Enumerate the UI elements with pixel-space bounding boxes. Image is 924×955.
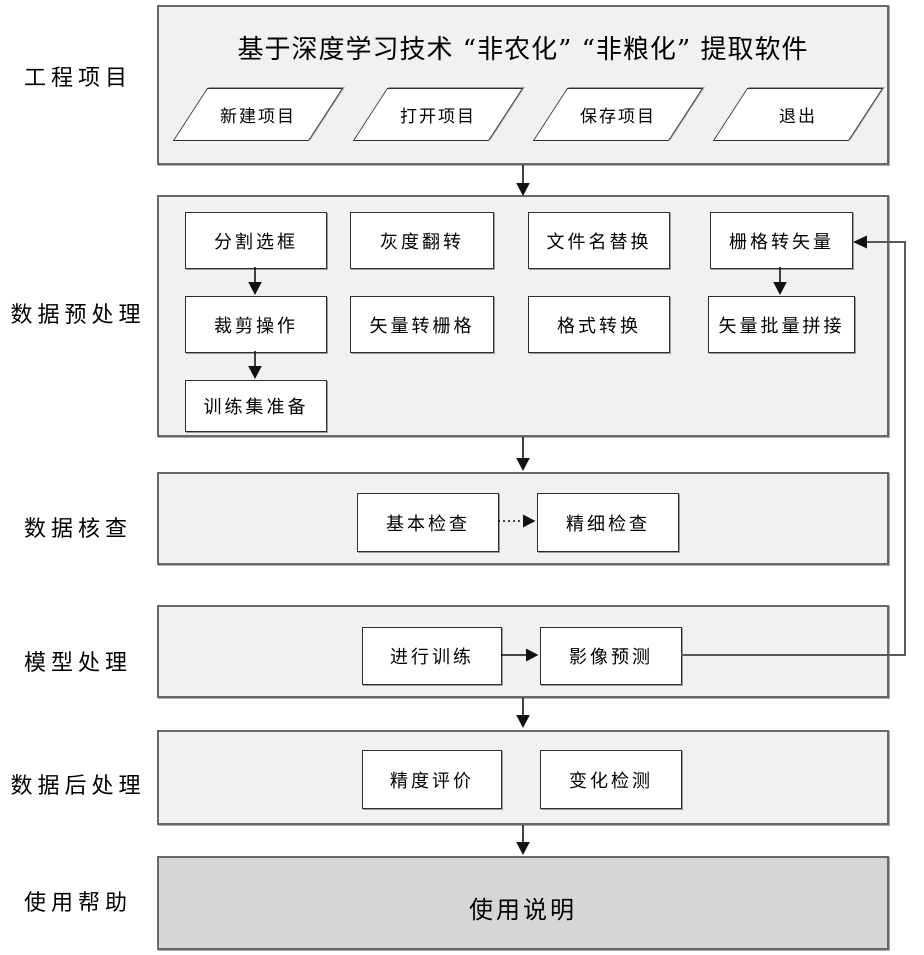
- section-postprocess: [157, 730, 889, 825]
- side-label-postprocess: 数据后处理: [10, 774, 146, 799]
- section-help: [157, 856, 889, 950]
- box-image-predict: 影像预测: [540, 627, 682, 685]
- box-change-detect: 变化检测: [540, 750, 682, 809]
- arrow-project-to-preprocess: [516, 165, 530, 196]
- box-basic-check: 基本检查: [357, 493, 499, 552]
- box-filename-replace: 文件名替换: [528, 212, 670, 269]
- side-label-project: 工程项目: [23, 66, 132, 91]
- button-save-project-label: 保存项目: [580, 107, 656, 127]
- help-instructions-label: 使用说明: [469, 896, 577, 924]
- box-segment-selection: 分割选框: [185, 212, 327, 269]
- button-new-project-label: 新建项目: [220, 107, 296, 127]
- box-gray-flip: 灰度翻转: [350, 212, 494, 269]
- box-fine-check: 精细检查: [537, 493, 679, 552]
- arrow-model-to-postprocess: [516, 698, 530, 728]
- side-label-preprocess: 数据预处理: [10, 303, 146, 328]
- box-raster-to-vector: 栅格转矢量: [710, 212, 853, 269]
- box-vector-batch-merge: 矢量批量拼接: [708, 296, 855, 353]
- box-crop-operation: 裁剪操作: [185, 296, 327, 353]
- arrow-preprocess-to-check: [516, 437, 530, 471]
- side-label-help: 使用帮助: [23, 891, 132, 916]
- side-label-check: 数据核查: [23, 517, 132, 542]
- box-format-convert: 格式转换: [528, 296, 670, 353]
- button-exit-label: 退出: [779, 107, 817, 127]
- section-check: [157, 472, 889, 565]
- box-accuracy-eval: 精度评价: [362, 750, 502, 809]
- box-run-training: 进行训练: [362, 627, 502, 685]
- section-model: [157, 605, 889, 698]
- box-vector-to-raster: 矢量转栅格: [350, 296, 494, 353]
- box-training-set-prep: 训练集准备: [185, 380, 327, 432]
- button-open-project-label: 打开项目: [400, 107, 476, 127]
- side-label-model: 模型处理: [23, 651, 132, 676]
- software-title: 基于深度学习技术 “非农化” “非粮化” 提取软件: [237, 35, 809, 65]
- arrow-postprocess-to-help: [516, 825, 530, 855]
